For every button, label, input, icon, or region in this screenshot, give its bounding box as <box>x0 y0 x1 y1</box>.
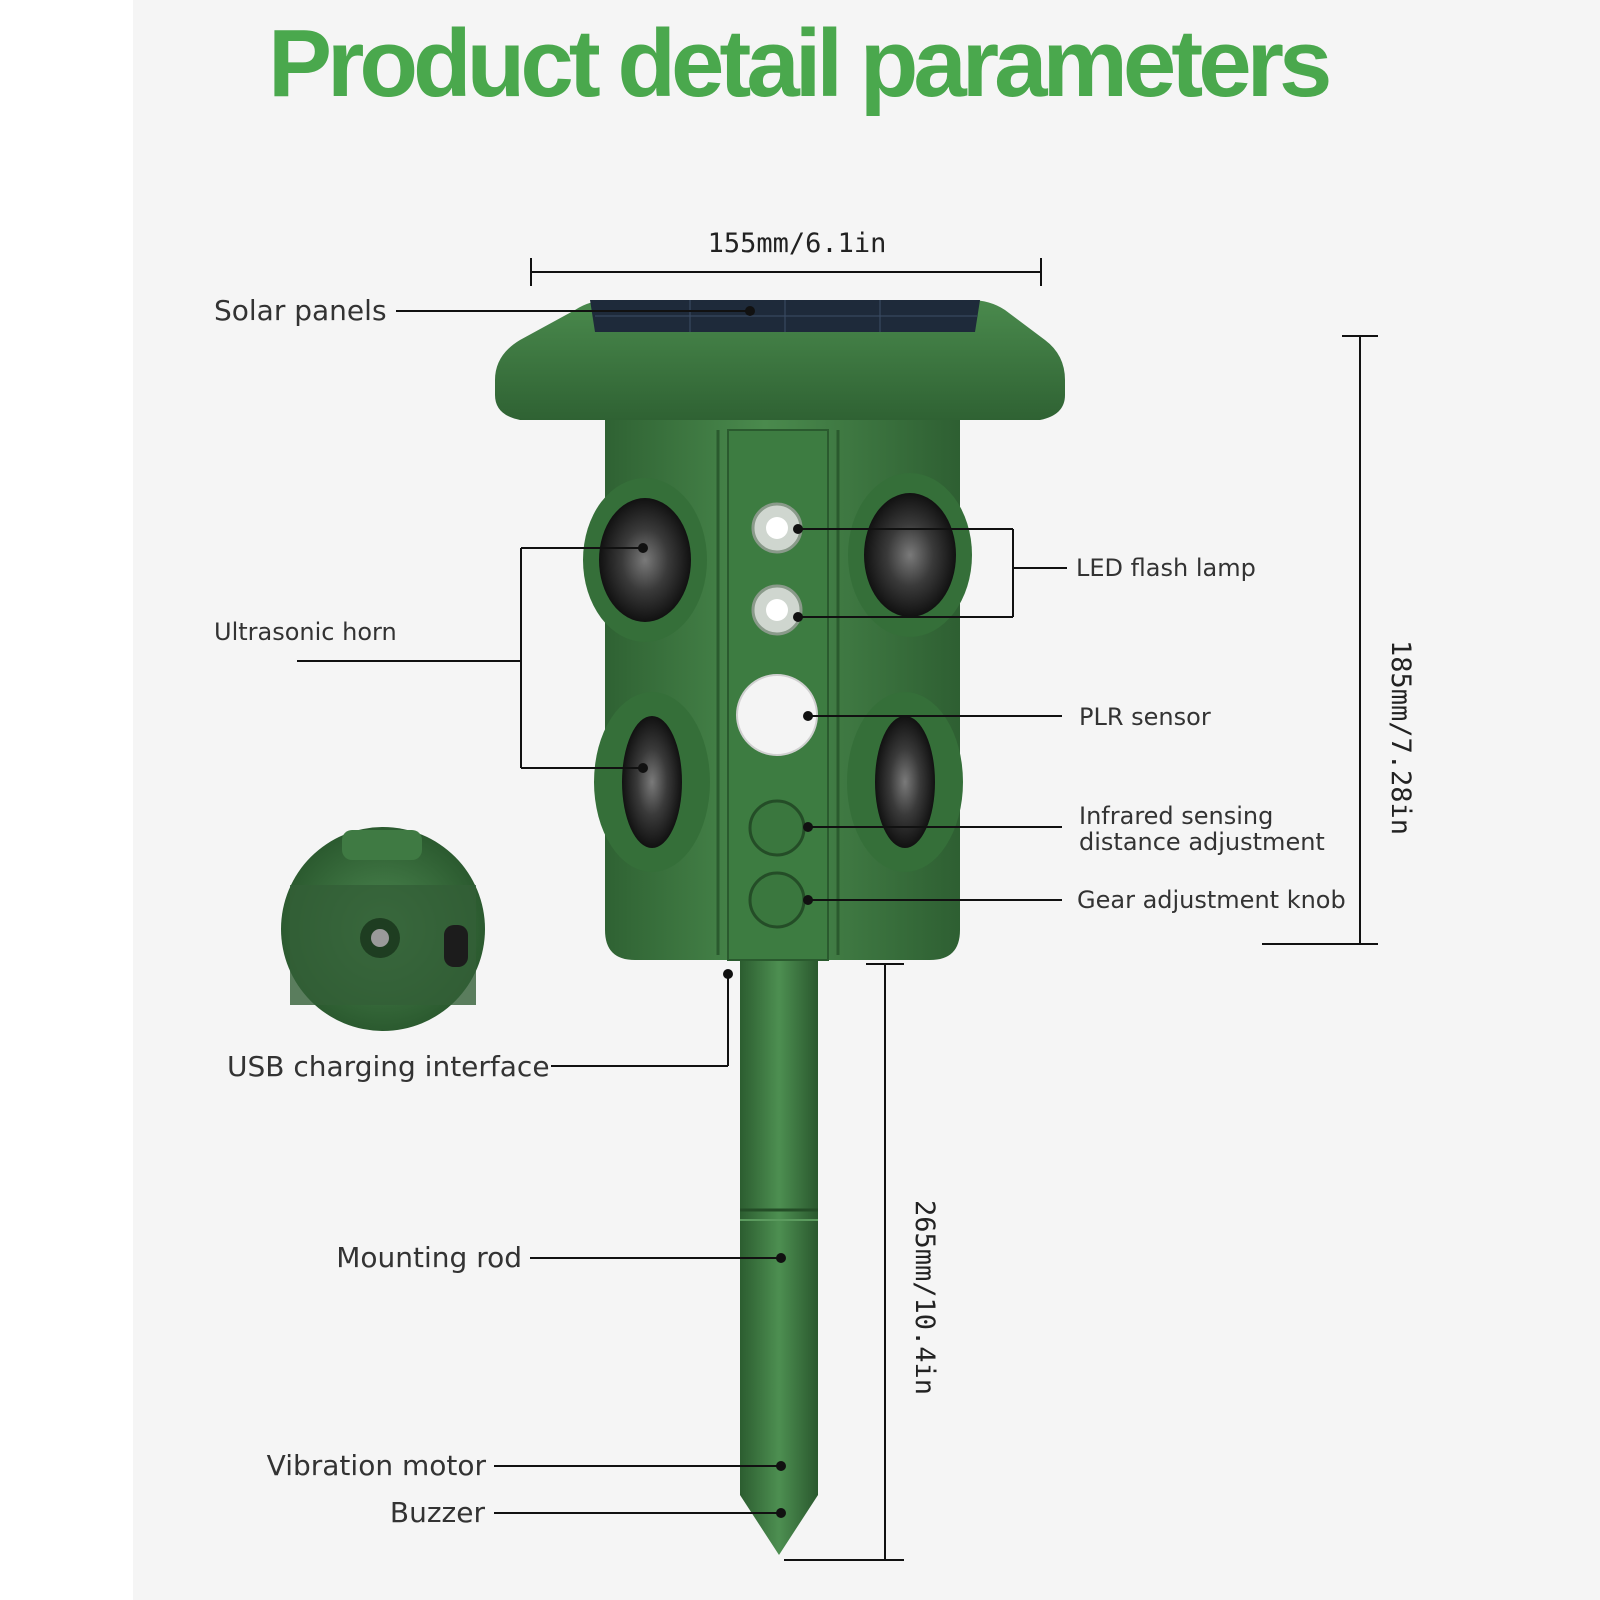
label-solar-panels: Solar panels <box>214 294 387 327</box>
body-height-label: 185mm/7.28in <box>1385 640 1416 835</box>
callout-infrared-adjustment: Infrared sensing distance adjustment <box>803 802 1325 856</box>
label-gear-knob: Gear adjustment knob <box>1077 886 1346 914</box>
label-led-flash-lamp: LED flash lamp <box>1076 554 1256 582</box>
callout-plr-sensor: PLR sensor <box>803 703 1211 731</box>
width-dimension: 155mm/6.1in <box>530 228 1042 286</box>
page-title: Product detail parameters <box>268 10 1329 117</box>
speaker-top-left <box>583 478 707 642</box>
speaker-top-right <box>848 473 972 637</box>
callout-gear-knob: Gear adjustment knob <box>803 886 1346 914</box>
label-vibration-motor: Vibration motor <box>267 1449 487 1482</box>
callout-led-flash-lamp: LED flash lamp <box>793 524 1256 622</box>
speaker-bottom-left <box>594 692 710 872</box>
mounting-rod-graphic <box>740 955 818 1555</box>
rod-length-label: 265mm/10.4in <box>909 1200 940 1395</box>
body-height-dimension: 185mm/7.28in <box>1262 335 1416 945</box>
solar-roof-graphic <box>495 300 1065 420</box>
callout-solar-panels: Solar panels <box>214 294 755 327</box>
knobs-graphic <box>748 799 806 929</box>
label-buzzer: Buzzer <box>390 1496 486 1529</box>
callout-buzzer: Buzzer <box>390 1496 786 1529</box>
usb-detail-zoom <box>281 827 485 1031</box>
label-plr-sensor: PLR sensor <box>1079 703 1211 731</box>
label-infrared-line1: Infrared sensing <box>1079 802 1273 830</box>
label-usb-interface: USB charging interface <box>227 1050 550 1083</box>
label-mounting-rod: Mounting rod <box>336 1241 522 1274</box>
callout-usb-interface: USB charging interface <box>227 969 733 1083</box>
speaker-bottom-right <box>847 692 963 872</box>
callout-ultrasonic-horn: Ultrasonic horn <box>214 543 648 773</box>
left-white-strip <box>0 0 133 1600</box>
rod-length-dimension: 265mm/10.4in <box>784 963 940 1561</box>
width-dimension-label: 155mm/6.1in <box>708 228 887 259</box>
callout-mounting-rod: Mounting rod <box>336 1241 786 1274</box>
label-infrared-line2: distance adjustment <box>1079 828 1325 856</box>
label-ultrasonic-horn: Ultrasonic horn <box>214 618 397 646</box>
callout-vibration-motor: Vibration motor <box>267 1449 786 1482</box>
